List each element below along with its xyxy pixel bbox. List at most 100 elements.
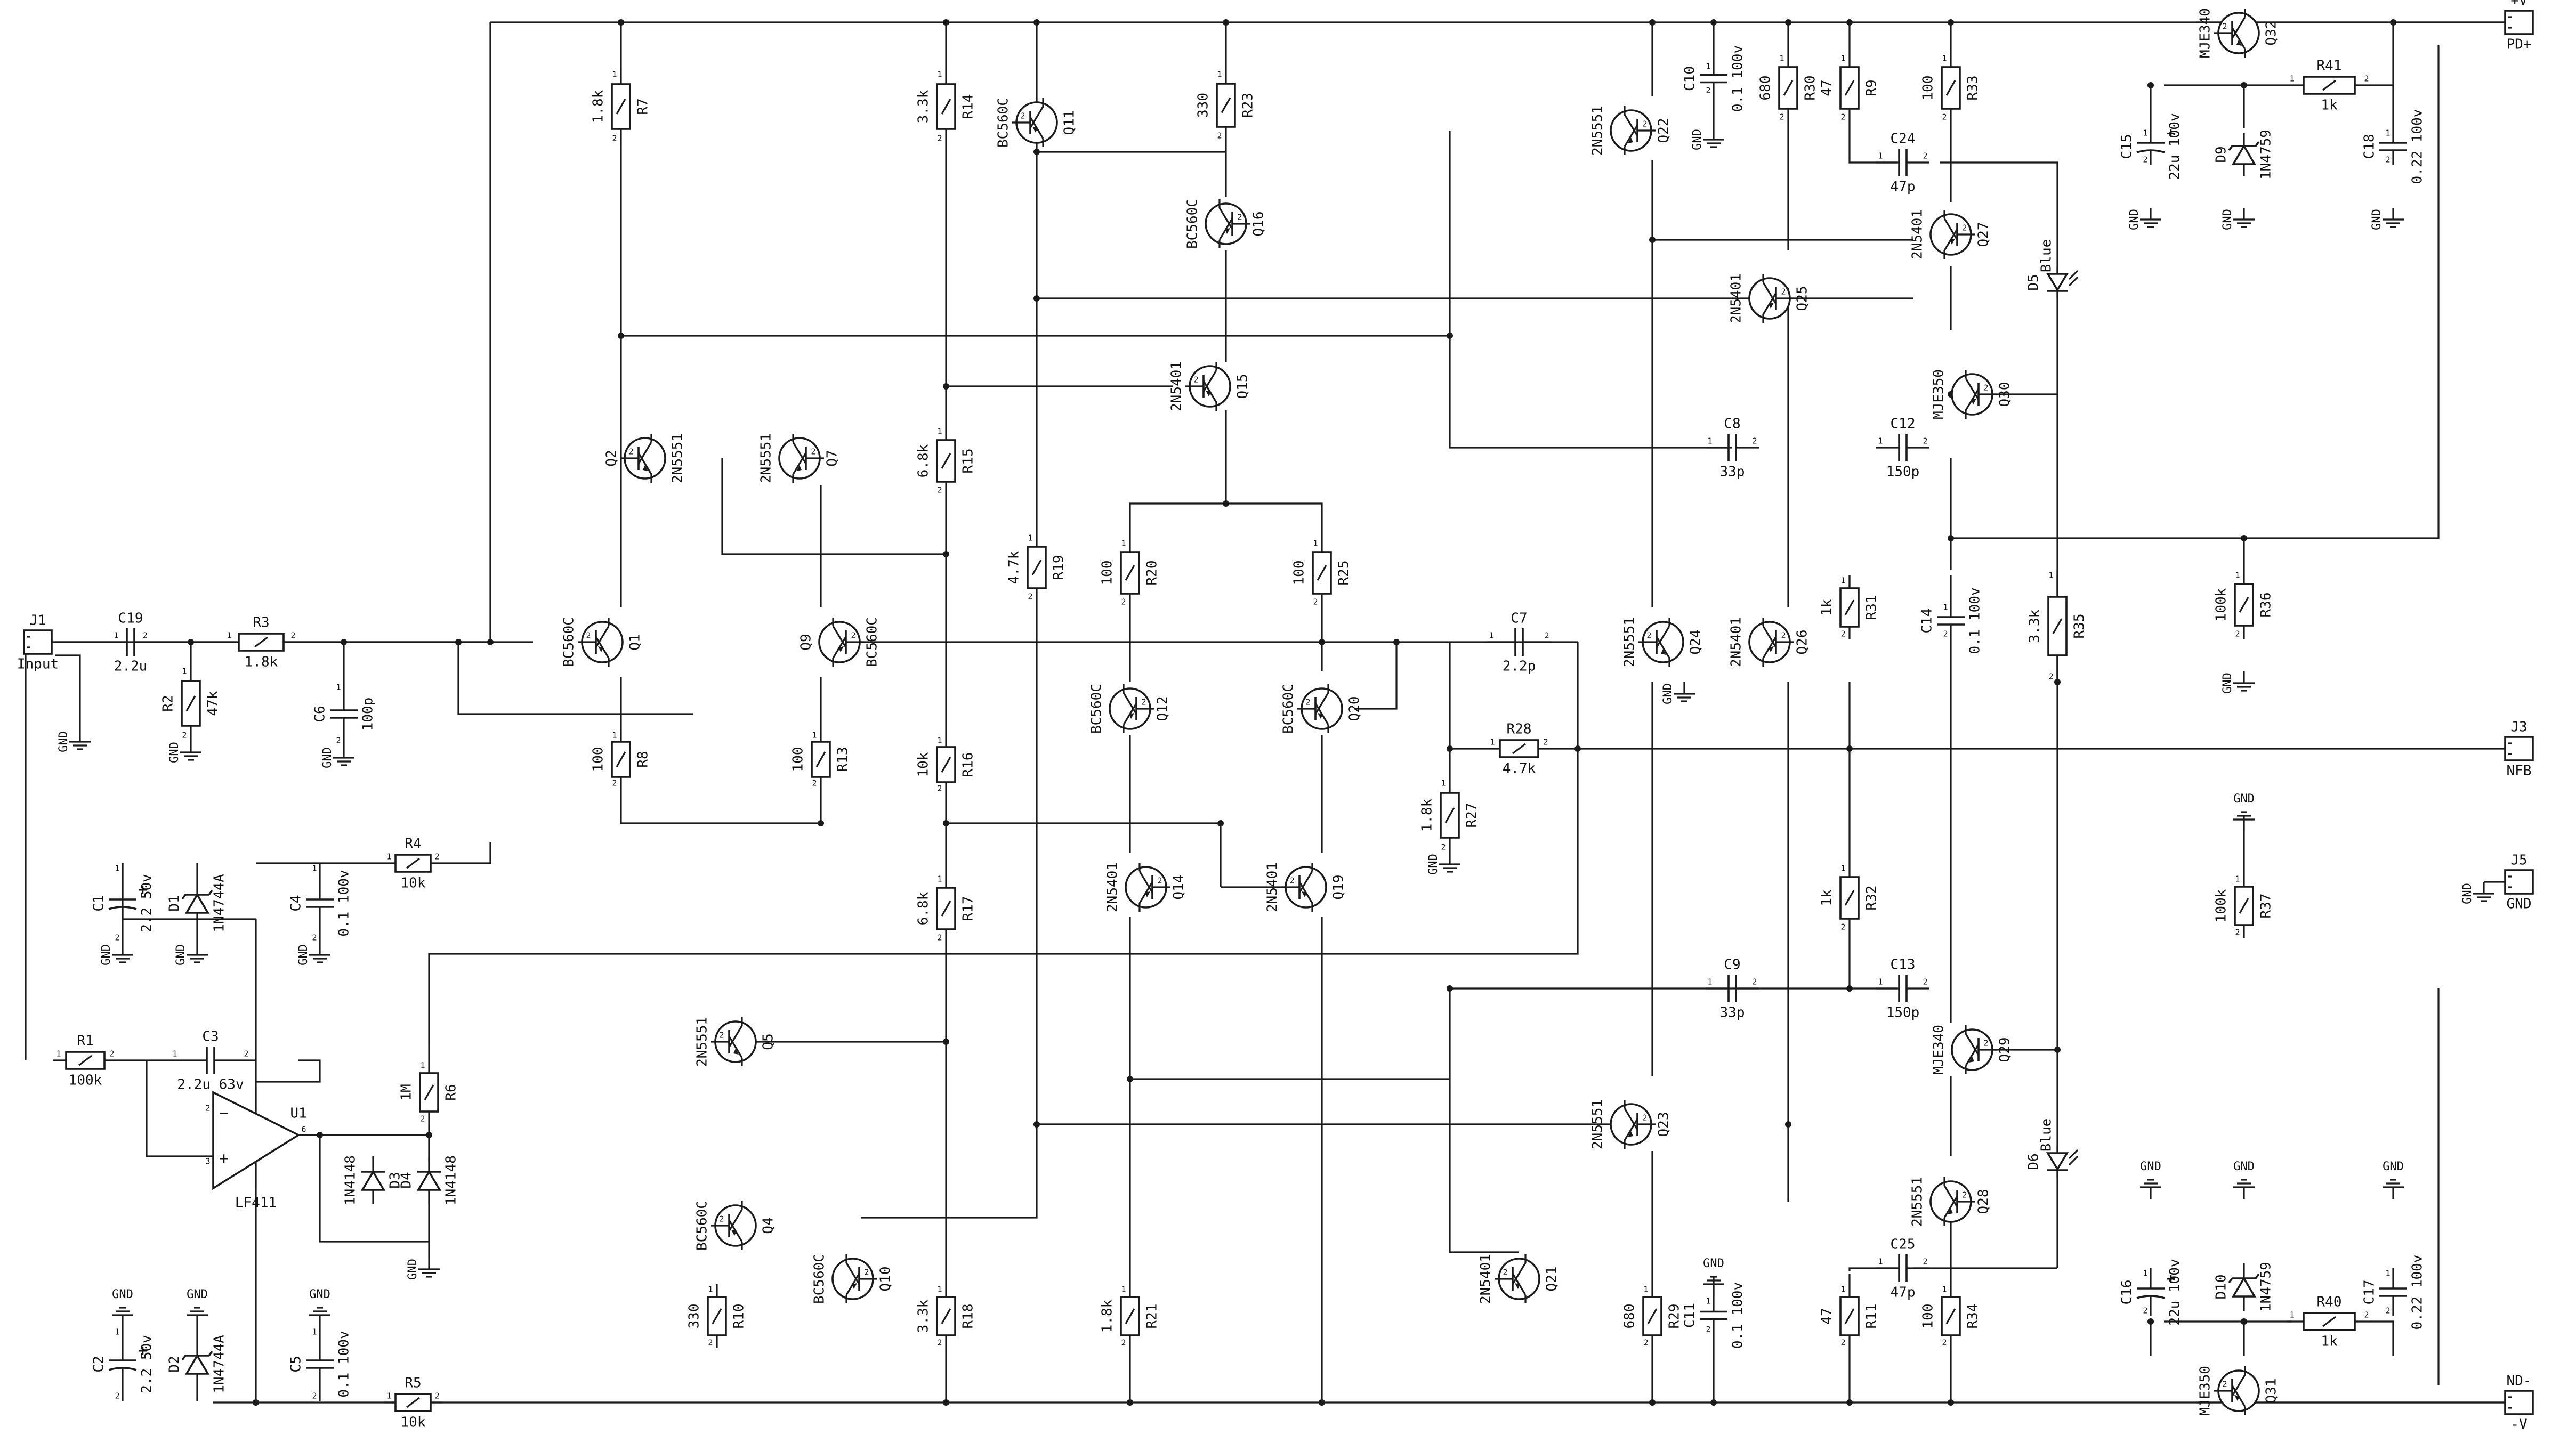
transistor-part: BC560C: [1281, 684, 1297, 734]
resistor-value: 47: [1819, 79, 1835, 96]
pin-number: 1: [812, 731, 817, 740]
pin-number: 2: [1752, 436, 1757, 446]
ground-symbol: GND: [174, 943, 208, 966]
capacitor-value: 2.2 50v: [139, 1335, 155, 1393]
pin-number: 1: [2048, 571, 2053, 580]
ground-symbol: GND: [100, 943, 133, 966]
pin-number: 1: [708, 1285, 713, 1294]
pin-number: 1: [2289, 74, 2294, 84]
junction-dot: [1710, 1399, 1717, 1406]
transistor-part: MJE340: [2198, 8, 2214, 58]
resistor-value: 100: [1291, 561, 1307, 586]
resistor-value: 330: [687, 1304, 702, 1329]
pin-number: 2: [1543, 737, 1548, 747]
pin-number: 1: [420, 1061, 425, 1071]
pin-number: 2: [1779, 112, 1784, 122]
wire: [146, 1060, 213, 1157]
resistor-value: 680: [1622, 1304, 1638, 1329]
pin-number: 1: [937, 1285, 942, 1294]
pin-number: 2: [1840, 112, 1845, 122]
pin-number: 1: [312, 864, 317, 873]
pin-number: 2: [612, 134, 617, 143]
wire: [319, 1135, 430, 1258]
wire: [428, 642, 1579, 1042]
pin-number: 2: [1503, 1268, 1507, 1277]
transistor-ref: Q16: [1251, 212, 1267, 237]
wire: [1449, 988, 1519, 1253]
ground-symbol: GND: [1691, 128, 1724, 150]
pin-number: 2: [612, 779, 617, 788]
resistor-ref: R4: [405, 836, 421, 852]
pin-number: 2: [1840, 629, 1845, 639]
connector-ref: J1: [29, 613, 46, 629]
capacitor-ref: C8: [1724, 416, 1740, 432]
transistor-ref: Q14: [1171, 875, 1187, 900]
pin-number: 2: [851, 631, 855, 641]
pin-number: 2: [811, 447, 815, 457]
pin-number: 1: [1706, 62, 1710, 71]
junction-dot: [1948, 19, 1954, 26]
resistor-value: 1k: [2321, 1334, 2338, 1350]
ground-label: GND: [174, 944, 188, 966]
transistor-ref: Q15: [1235, 374, 1251, 399]
capacitor-value: 33p: [1720, 1005, 1745, 1021]
junction-dot: [2241, 82, 2247, 88]
pin-number: 1: [937, 736, 942, 745]
resistor-ref: R16: [960, 752, 976, 777]
resistor-ref: R1: [77, 1033, 93, 1049]
resistor-value: 100k: [2214, 889, 2230, 922]
capacitor-value: 22u 100v: [2167, 1259, 2183, 1325]
pin-number: 1: [937, 874, 942, 884]
pin-number: 1: [1942, 1285, 1947, 1294]
capacitor-value: 0.22 100v: [2410, 1255, 2426, 1330]
pin-number: 2: [1642, 119, 1647, 129]
resistor-ref: R35: [2072, 614, 2088, 639]
pin-number: 1: [1121, 539, 1126, 548]
pin-number: 2: [1923, 436, 1927, 446]
resistor-value: 3.3k: [2027, 609, 2043, 643]
wire: [1226, 502, 1323, 538]
junction-dot: [943, 1399, 949, 1406]
diode-part: 1N4759: [2258, 1262, 2274, 1312]
wire: [442, 842, 491, 864]
resistor-value: 3.3k: [916, 90, 932, 123]
junction-dot: [1846, 1399, 1853, 1406]
capacitor-value: 22u 100v: [2167, 113, 2183, 180]
resistor-value: 330: [1196, 93, 1212, 118]
connector-label: GND: [2507, 896, 2532, 912]
resistor-ref: R30: [1803, 76, 1819, 101]
ground-symbol: GND: [406, 1258, 440, 1280]
transistor-ref: Q21: [1544, 1267, 1560, 1292]
pin-number: 2: [2048, 672, 2053, 682]
resistor-ref: R10: [731, 1304, 747, 1329]
junction-dot: [2241, 535, 2247, 541]
pin-number: 1: [1121, 1285, 1126, 1294]
pin-number: 2: [1642, 1113, 1647, 1123]
pin-number: 2: [1706, 1325, 1710, 1334]
ground-symbol: GND: [2461, 882, 2494, 904]
capacitor-ref: C24: [1891, 131, 1916, 147]
pin-number: 1: [115, 1327, 119, 1337]
ground-label: GND: [309, 1288, 330, 1301]
junction-dot: [818, 820, 824, 826]
pin-number: 1: [1942, 54, 1947, 63]
wire: [55, 654, 81, 730]
